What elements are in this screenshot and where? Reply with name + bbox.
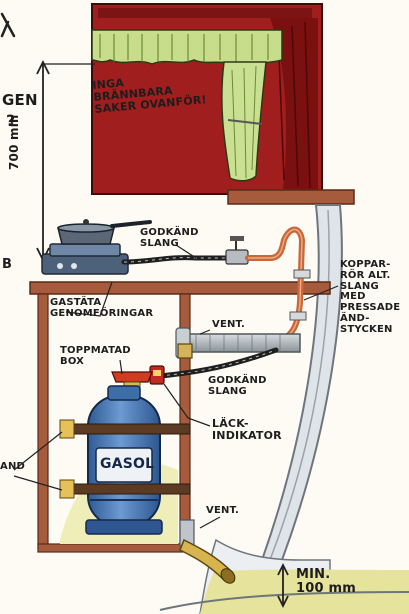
approved-hose-lower-line: SLANG: [208, 387, 267, 398]
window-shelf: [228, 190, 354, 204]
copper-pipe-label: KOPPAR- RÖR ALT. SLANG MED PRESSADE ÄND-…: [340, 260, 400, 336]
counter-shelf: [30, 282, 330, 294]
upper-vent-duct: [176, 328, 300, 358]
partial-label-mid-left: B: [2, 258, 12, 272]
approved-hose-top-label: GODKÄND SLANG: [140, 228, 199, 250]
min-100-label: MIN. 100 mm: [296, 568, 356, 596]
height-700-label: 700 mm: [8, 115, 21, 170]
leak-indicator-line: INDIKATOR: [212, 430, 282, 442]
stove: [42, 219, 150, 274]
leak-indicator: [150, 366, 164, 384]
gastight-penetrations-line: GENOMFÖRINGAR: [50, 309, 153, 320]
vent-upper-label: VENT.: [212, 320, 245, 331]
gastight-penetrations-label: GASTÄTA GENOMFÖRINGAR: [50, 298, 153, 320]
top-fed-box-label: TOPPMATAD BOX: [60, 346, 131, 368]
pipe-clip: [294, 270, 310, 278]
approved-hose-lower-label: GODKÄND SLANG: [208, 376, 267, 398]
partial-arrow-mark: [2, 14, 14, 36]
pipe-clip: [290, 312, 306, 320]
copper-pipe-line: RÖR ALT.: [340, 271, 400, 282]
min-100-line: MIN.: [296, 568, 356, 582]
shutoff-valve: [226, 236, 248, 264]
partial-label-bottom-left: AND: [0, 462, 25, 473]
hull-wall: [200, 205, 342, 614]
leak-indicator-label: LÄCK- INDIKATOR: [212, 418, 282, 442]
approved-hose-top-line: SLANG: [140, 239, 199, 250]
partial-label-top-left: GEN: [2, 92, 38, 108]
top-fed-box-line: BOX: [60, 357, 131, 368]
vent-lower-label: VENT.: [206, 506, 239, 517]
gasol-label: GASOL: [100, 457, 154, 472]
gastight-penetration: [178, 344, 192, 358]
copper-pipe-line: STYCKEN: [340, 325, 400, 336]
min-100-line: 100 mm: [296, 582, 356, 596]
